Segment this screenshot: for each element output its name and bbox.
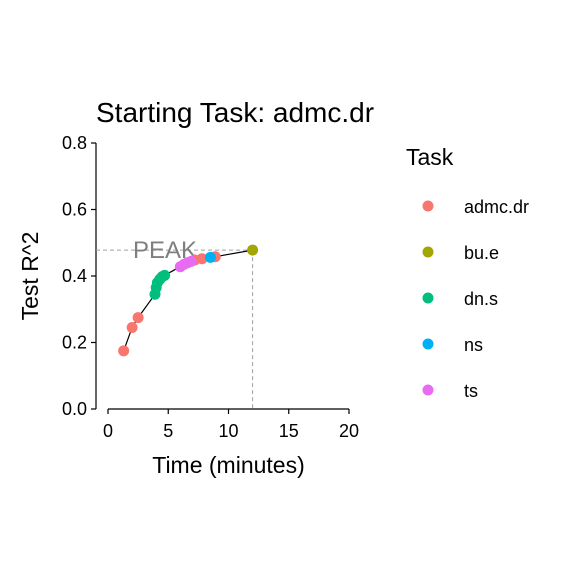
data-point-dn-s xyxy=(159,269,171,281)
legend-key-admc-dr xyxy=(422,200,434,212)
data-point-bu-e xyxy=(247,244,259,256)
legend-label-dn-s: dn.s xyxy=(464,289,498,309)
data-point-admc-dr xyxy=(118,345,130,357)
x-tick-label: 10 xyxy=(218,421,238,441)
legend-key-dn-s xyxy=(422,292,434,304)
data-point-admc-dr xyxy=(196,253,208,265)
legend-key-ts xyxy=(422,384,434,396)
x-tick-label: 20 xyxy=(339,421,359,441)
y-tick-label: 0.0 xyxy=(62,399,87,419)
legend-label-ts: ts xyxy=(464,381,478,401)
data-point-ts xyxy=(185,255,197,267)
data-point-admc-dr xyxy=(132,312,144,324)
legend-key-bu-e xyxy=(422,246,434,258)
data-point-ns xyxy=(204,251,216,263)
y-tick-label: 0.6 xyxy=(62,200,87,220)
legend-title: Task xyxy=(406,144,454,170)
legend-label-ns: ns xyxy=(464,335,483,355)
x-tick-label: 15 xyxy=(279,421,299,441)
y-tick-label: 0.8 xyxy=(62,133,87,153)
y-tick-label: 0.4 xyxy=(62,266,87,286)
y-axis-title: Test R^2 xyxy=(17,232,43,321)
legend-label-bu-e: bu.e xyxy=(464,243,499,263)
y-tick-label: 0.2 xyxy=(62,333,87,353)
x-tick-label: 0 xyxy=(103,421,113,441)
chart-title: Starting Task: admc.dr xyxy=(96,97,374,128)
legend-key-ns xyxy=(422,338,434,350)
x-tick-label: 5 xyxy=(163,421,173,441)
data-point-admc-dr xyxy=(126,322,138,334)
x-axis-title: Time (minutes) xyxy=(152,452,305,478)
legend-label-admc-dr: admc.dr xyxy=(464,197,529,217)
